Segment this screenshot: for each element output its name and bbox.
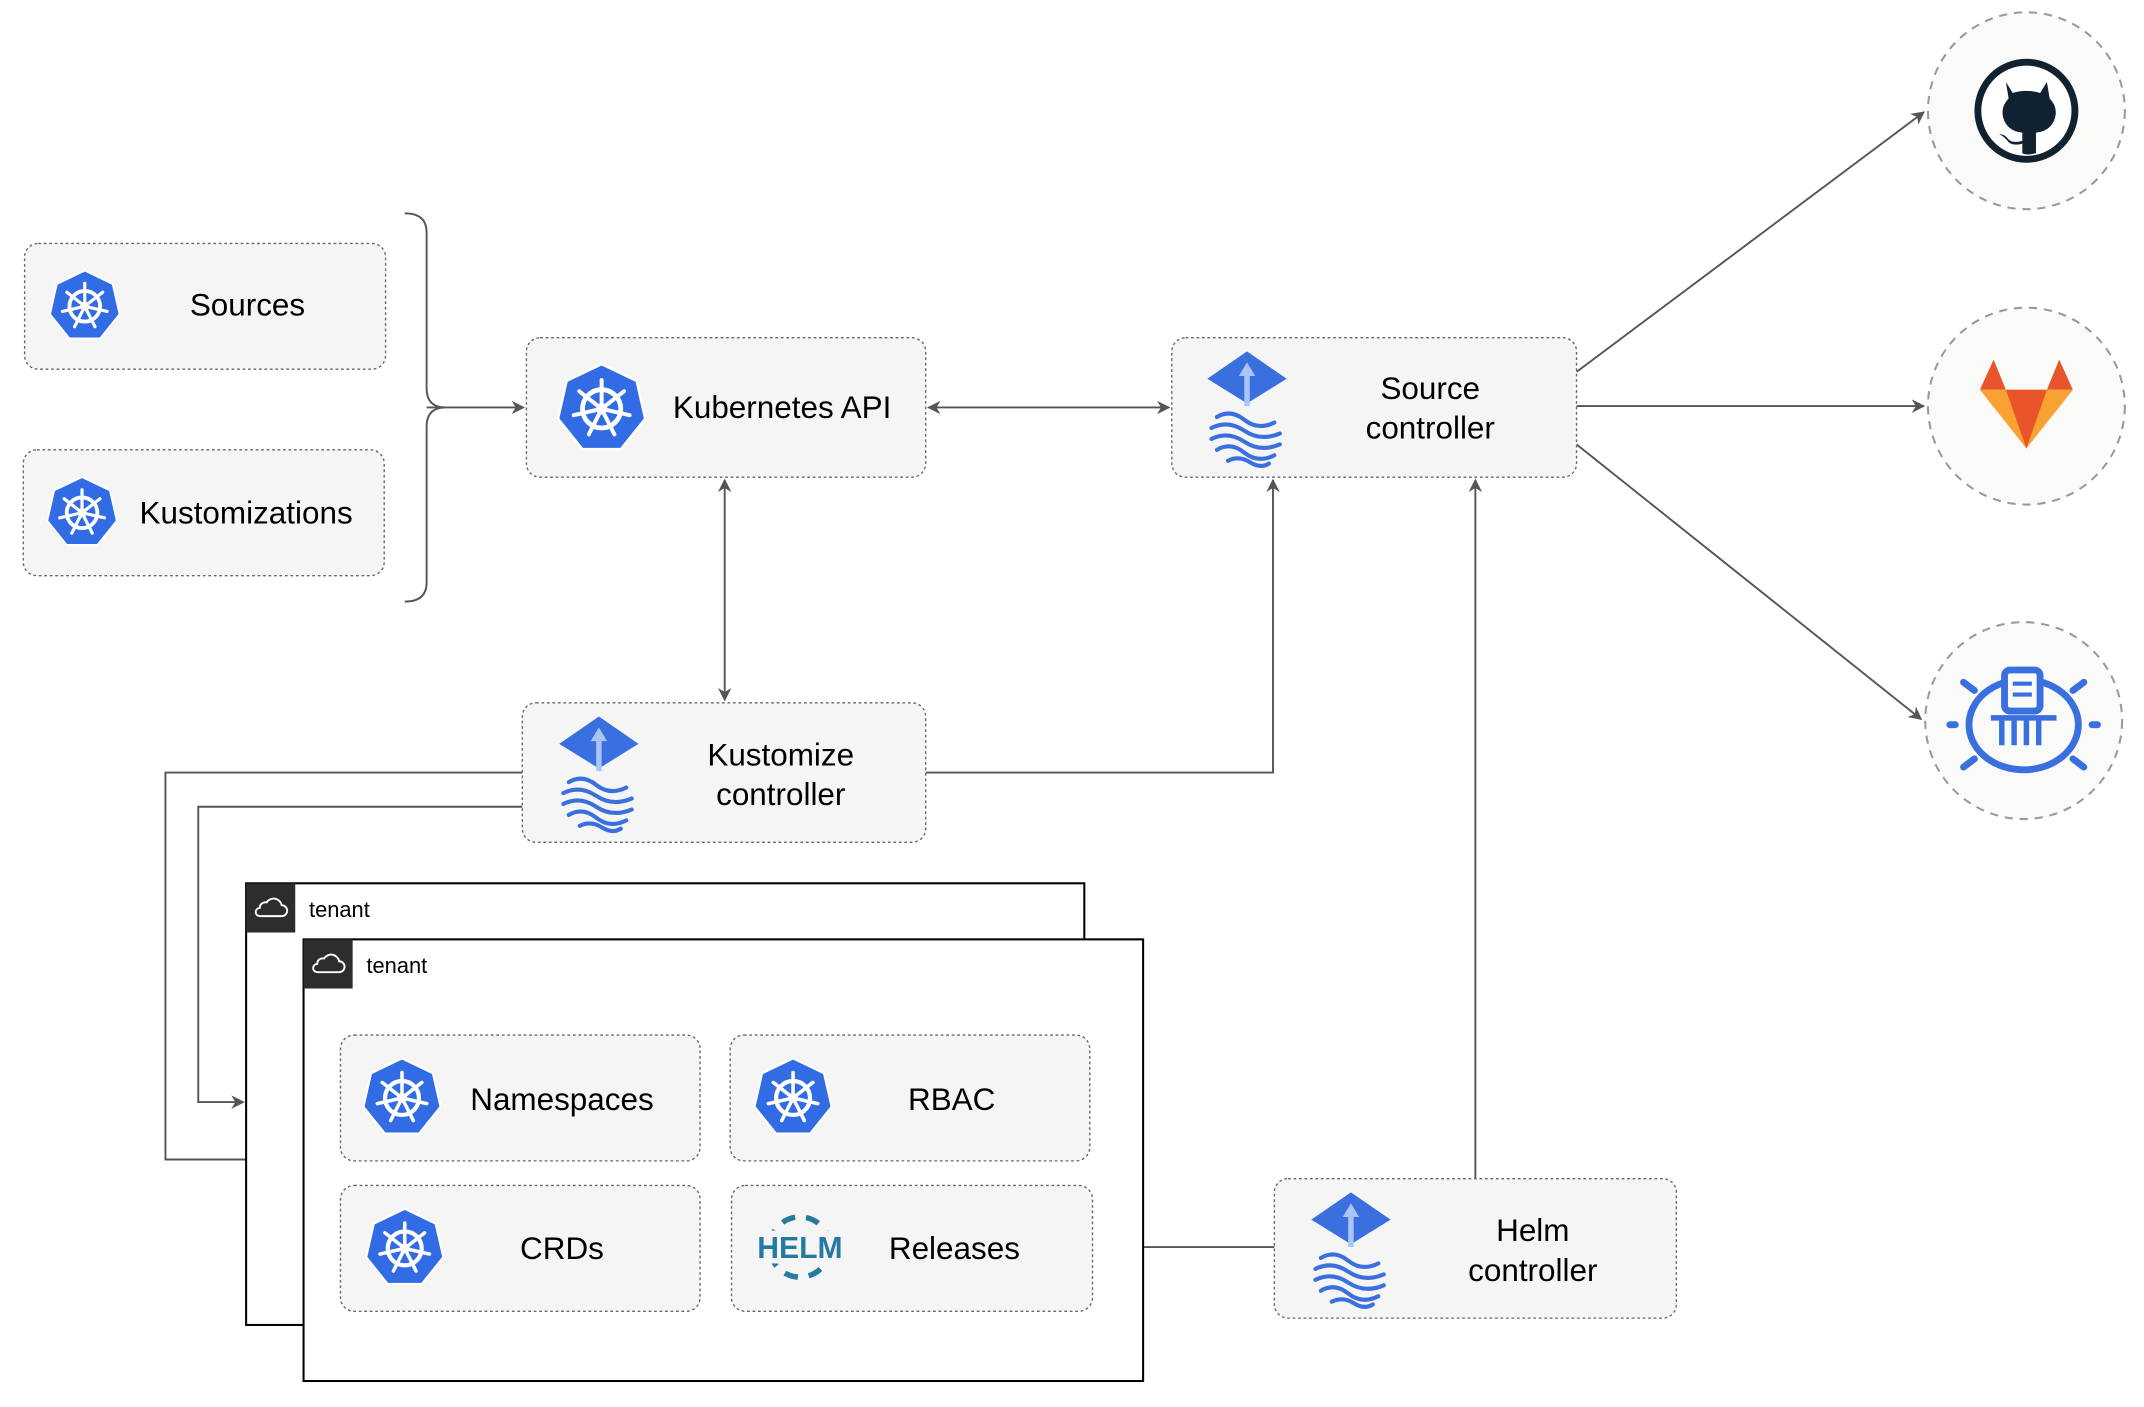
crds-label: CRDs bbox=[520, 1231, 604, 1266]
helm-icon: HELM bbox=[754, 1214, 846, 1280]
kustomize-controller-label-line2: controller bbox=[716, 777, 845, 812]
cloud-icon bbox=[303, 939, 353, 989]
source-controller-label-line1: Source bbox=[1380, 371, 1480, 406]
kustomizations-node: Kustomizations bbox=[22, 449, 385, 577]
gitlab-node bbox=[1926, 306, 2126, 506]
kustomize-controller-label-line1: Kustomize bbox=[707, 737, 854, 772]
edge-kustomize-to-source-controller bbox=[925, 478, 1280, 774]
kustomizations-label: Kustomizations bbox=[140, 495, 353, 530]
helm-logo-text: HELM bbox=[757, 1232, 842, 1265]
edge-source-to-github bbox=[1575, 111, 1925, 373]
source-controller-label-line2: controller bbox=[1366, 410, 1495, 445]
bucket-icon bbox=[1946, 666, 2101, 774]
helm-controller-node: Helm controller bbox=[1273, 1177, 1678, 1319]
edge-kustomize-to-tenant-front bbox=[164, 771, 523, 1167]
releases-label: Releases bbox=[889, 1231, 1020, 1266]
kustomize-controller-node: Kustomize controller bbox=[521, 702, 927, 843]
kubernetes-api-label: Kubernetes API bbox=[673, 390, 891, 425]
edge-source-to-bucket bbox=[1575, 443, 1923, 721]
sources-node: Sources bbox=[23, 242, 387, 370]
source-controller-node: Source controller bbox=[1171, 337, 1578, 478]
bucket-node bbox=[1924, 621, 2124, 821]
github-icon bbox=[1974, 58, 2079, 163]
sources-label: Sources bbox=[190, 287, 305, 322]
namespaces-node: Namespaces bbox=[339, 1034, 701, 1162]
edge-kustomize-to-tenant-back bbox=[197, 805, 523, 1109]
tenant-label: tenant bbox=[309, 897, 370, 922]
rbac-label: RBAC bbox=[908, 1082, 995, 1117]
namespaces-label: Namespaces bbox=[470, 1082, 653, 1117]
rbac-node: RBAC bbox=[729, 1034, 1091, 1162]
gitlab-icon bbox=[1979, 359, 2073, 449]
releases-node: HELM Releases bbox=[730, 1184, 1094, 1312]
kubernetes-api-node: Kubernetes API bbox=[525, 337, 927, 478]
github-node bbox=[1926, 11, 2126, 211]
crds-node: CRDs bbox=[339, 1184, 701, 1312]
helm-controller-label-line2: controller bbox=[1468, 1253, 1597, 1288]
helm-controller-label-line1: Helm bbox=[1496, 1213, 1569, 1248]
tenant-label: tenant bbox=[366, 953, 427, 978]
cloud-icon bbox=[246, 883, 296, 933]
